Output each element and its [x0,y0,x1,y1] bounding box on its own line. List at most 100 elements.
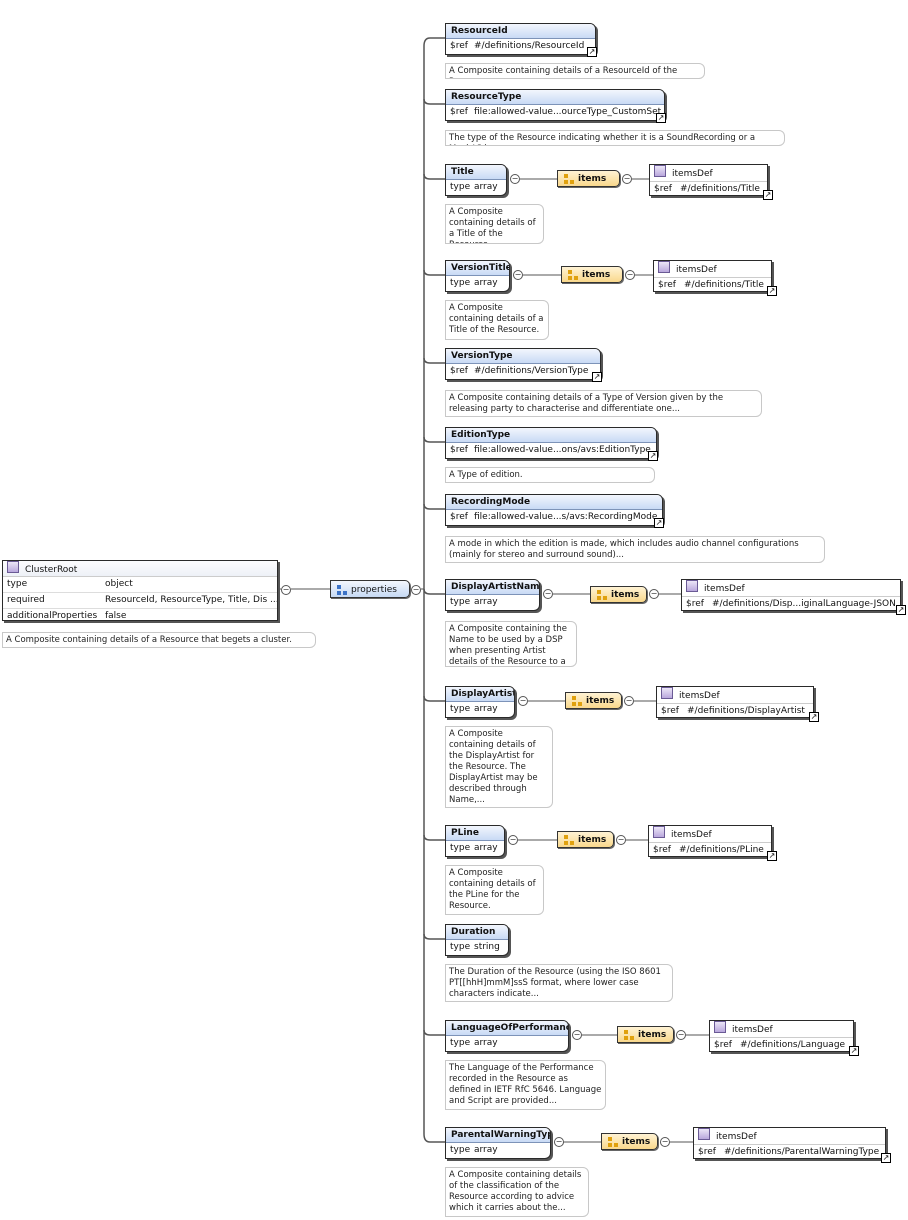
items-node-parental-warning-type[interactable]: items [601,1133,658,1150]
property-value: file:allowed-value...s/avs:RecordingMode [474,512,658,522]
collapse-items-pline-button[interactable]: − [616,835,626,845]
property-key: type [450,704,471,714]
property-name-duration: Duration [446,925,508,940]
jump-to-definition-icon[interactable]: ↗ [767,851,777,861]
bus-branch-resource-type [423,98,445,105]
jump-to-definition-icon[interactable]: ↗ [648,451,658,461]
itemsdef-header-language-of-performance: itemsDef [710,1021,853,1037]
collapse-pline-button[interactable]: − [508,835,518,845]
property-value: array [474,278,498,288]
object-icon [698,1128,710,1140]
collapse-items-title-button[interactable]: − [622,174,632,184]
itemsdef-node-title[interactable]: itemsDef$ref#/definitions/Title [649,164,768,196]
jump-to-definition-icon[interactable]: ↗ [896,605,906,615]
collapse-items-parental-warning-type-button[interactable]: − [660,1137,670,1147]
itemsdef-node-language-of-performance[interactable]: itemsDef$ref#/definitions/Language [709,1020,854,1052]
itemsdef-key: $ref [714,1040,732,1050]
property-value: array [474,843,498,853]
collapse-language-of-performance-button[interactable]: − [572,1030,582,1040]
jump-to-definition-icon[interactable]: ↗ [881,1153,891,1163]
property-key: type [450,1038,471,1048]
items-label: items [578,835,607,845]
items-node-version-title[interactable]: items [561,266,623,283]
property-key: type [450,942,471,952]
collapse-items-display-artist-button[interactable]: − [624,696,634,706]
property-description-version-type: A Composite containing details of a Type… [445,390,762,417]
bus-branch-recording-mode [423,503,445,510]
collapse-display-artist-button[interactable]: − [518,696,528,706]
itemsdef-node-parental-warning-type[interactable]: itemsDef$ref#/definitions/ParentalWarnin… [693,1127,886,1159]
property-value: array [474,704,498,714]
properties-node[interactable]: properties [330,580,410,598]
collapse-version-title-button[interactable]: − [513,270,523,280]
jump-to-definition-icon[interactable]: ↗ [592,372,602,382]
itemsdef-row-display-artist-name: $ref#/definitions/Disp...iginalLanguage-… [682,596,900,610]
jump-to-definition-icon[interactable]: ↗ [654,518,664,528]
items-node-title[interactable]: items [557,170,620,187]
property-key: $ref [450,41,468,51]
jump-to-definition-icon[interactable]: ↗ [767,286,777,296]
property-description-edition-type: A Type of edition. [445,467,655,483]
items-node-pline[interactable]: items [557,831,614,848]
itemsdef-node-pline[interactable]: itemsDef$ref#/definitions/PLine [648,825,772,857]
collapse-items-display-artist-name-button[interactable]: − [649,589,659,599]
jump-to-definition-icon[interactable]: ↗ [809,712,819,722]
itemsdef-node-version-title[interactable]: itemsDef$ref#/definitions/Title [653,260,772,292]
items-label: items [611,590,640,600]
collapse-display-artist-name-button[interactable]: − [543,589,553,599]
items-node-display-artist[interactable]: items [565,692,622,709]
items-node-language-of-performance[interactable]: items [617,1026,674,1043]
property-key: type [450,278,471,288]
property-node-resource-id[interactable]: ResourceId $ref #/definitions/ResourceId [445,23,596,55]
property-description-resource-id: A Composite containing details of a Reso… [445,63,705,79]
jump-to-definition-icon[interactable]: ↗ [849,1046,859,1056]
bus-branch-version-title [423,269,445,276]
itemsdef-key: $ref [661,706,679,716]
collapse-parental-warning-type-button[interactable]: − [554,1137,564,1147]
property-description-parental-warning-type: A Composite containing details of the cl… [445,1167,589,1217]
collapse-title-button[interactable]: − [510,174,520,184]
property-bus-line [423,37,431,1143]
property-name-version-type: VersionType [446,349,600,364]
collapse-properties-button[interactable]: − [411,585,421,595]
property-value: #/definitions/ResourceId [474,41,585,51]
collapse-items-version-title-button[interactable]: − [625,270,635,280]
property-node-version-type[interactable]: VersionType$ref#/definitions/VersionType [445,348,601,380]
jump-to-definition-icon[interactable]: ↗ [656,113,666,123]
itemsdef-node-display-artist-name[interactable]: itemsDef$ref#/definitions/Disp...iginalL… [681,579,901,611]
itemsdef-header-parental-warning-type: itemsDef [694,1128,885,1144]
itemsdef-row-title: $ref#/definitions/Title [650,181,767,195]
collapse-root-button[interactable]: − [281,585,291,595]
bus-branch-language-of-performance [423,1029,445,1036]
collapse-items-language-of-performance-button[interactable]: − [676,1030,686,1040]
itemsdef-label: itemsDef [679,691,720,701]
itemsdef-row-pline: $ref#/definitions/PLine [649,842,771,856]
jump-to-definition-icon[interactable]: ↗ [587,47,597,57]
property-name-resource-id: ResourceId [446,24,595,39]
cluster-root-description: A Composite containing details of a Reso… [2,632,316,648]
property-value: file:allowed-value...ourceType_CustomSet [474,107,662,117]
property-name-title: Title [446,165,506,180]
jump-to-definition-icon[interactable]: ↗ [763,190,773,200]
items-node-display-artist-name[interactable]: items [590,586,647,603]
property-key: $ref [450,445,468,455]
itemsdef-node-display-artist[interactable]: itemsDef$ref#/definitions/DisplayArtist [656,686,814,718]
property-description-title: A Composite containing details of a Titl… [445,204,544,244]
